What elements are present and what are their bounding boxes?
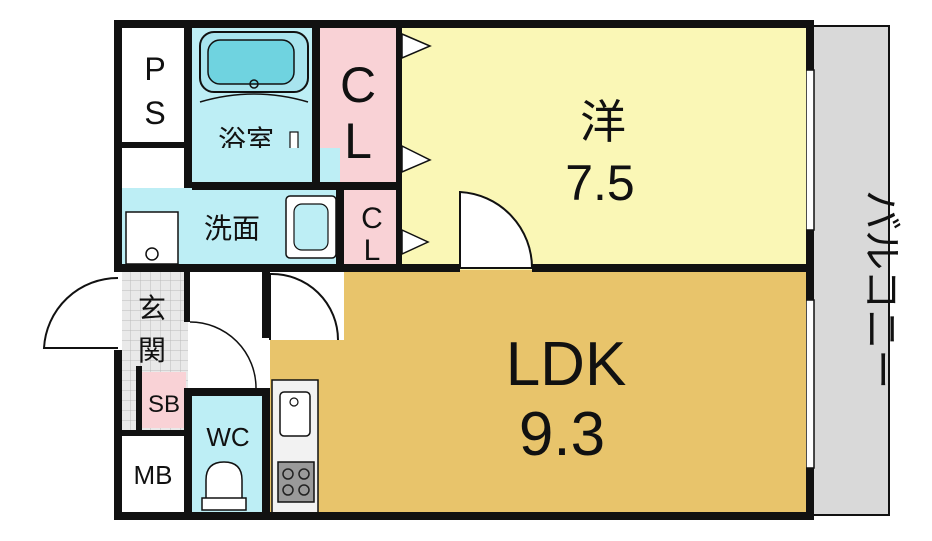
- walls: [114, 20, 814, 520]
- closet-small-bottom: L: [364, 234, 381, 267]
- stove-icon: [277, 461, 315, 503]
- closet-large-top: C: [340, 57, 376, 113]
- balcony-label: バルコニー: [859, 190, 903, 389]
- balcony: [811, 25, 890, 516]
- western-room-name: 洋: [580, 96, 626, 148]
- western-room-size: 7.5: [565, 155, 635, 211]
- toilet-icon: [205, 461, 243, 501]
- closet-small-top: C: [361, 202, 383, 235]
- pipe-space: [122, 26, 188, 144]
- ldk-room: [270, 270, 806, 515]
- ldk-room-size: 9.3: [519, 400, 605, 469]
- sink-icon: [279, 391, 311, 437]
- shoe-box-name: SB: [148, 391, 180, 418]
- closet-small: [344, 190, 400, 268]
- entrance-name-1: 玄: [138, 293, 166, 324]
- pipe-space-top: P: [144, 51, 165, 87]
- pipe-space-bottom: S: [144, 95, 165, 131]
- washing-machine-icon: [125, 211, 179, 265]
- ldk-room-name: LDK: [506, 330, 627, 399]
- shoe-box: [142, 372, 186, 428]
- entrance-name-2: 関: [138, 335, 166, 366]
- meter-box-name: MB: [134, 460, 173, 490]
- closet-large-bottom: L: [344, 113, 372, 169]
- meter-box: [122, 436, 184, 514]
- wc-name: WC: [206, 422, 249, 452]
- washroom-name: 洗面: [204, 213, 260, 244]
